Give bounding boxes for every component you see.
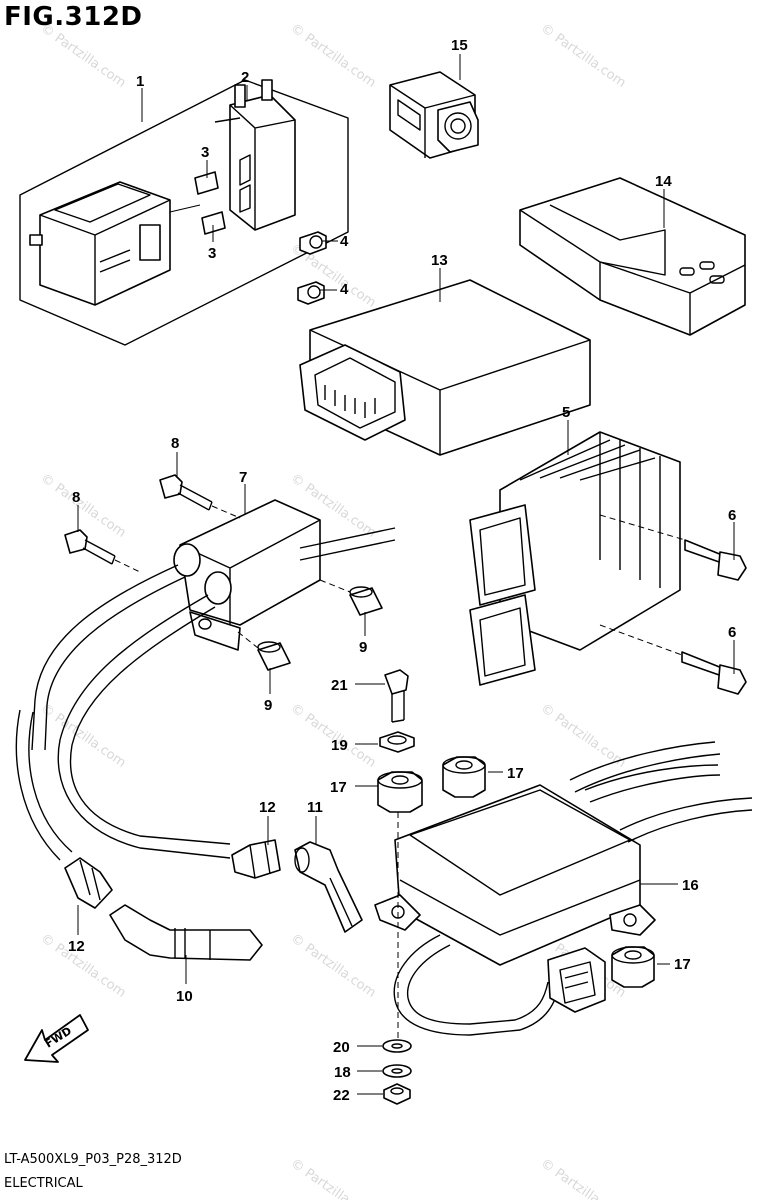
part-17-grommets [377,756,655,988]
figure-code: LT-A500XL9_P03_P28_312D [4,1152,182,1167]
fwd-arrow: FWD [24,1014,89,1063]
callout-12: 12 [68,938,85,955]
part-18-washer [382,1064,412,1078]
watermark-text: © Partzilla.com [38,21,129,91]
part-15-connector [389,71,479,159]
part-13-ecm [299,279,591,456]
figure-title: FIG.312D [4,2,143,32]
watermark-text: © Partzilla.com [288,931,379,1001]
part-10-cap [109,904,263,961]
callout-19: 19 [331,737,348,754]
callout-2: 2 [241,69,249,86]
callout-14: 14 [655,173,672,190]
watermark-text: © Partzilla.com [538,21,629,91]
part-19-collar [379,731,415,753]
callout-17: 17 [674,956,691,973]
callout-17: 17 [330,779,347,796]
watermark-text: © Partzilla.com [538,701,629,771]
callout-16: 16 [682,877,699,894]
watermark-text: © Partzilla.com [288,701,379,771]
watermark-text: © Partzilla.com [288,21,379,91]
callout-10: 10 [176,988,193,1005]
watermark-text: © Partzilla.com [288,1156,379,1200]
watermark-text: © Partzilla.com [38,701,129,771]
callout-12: 12 [259,799,276,816]
part-5-regulator [469,431,681,686]
part-1-relay-assembly [19,79,349,346]
leader-lines [77,54,735,1095]
callout-13: 13 [431,252,448,269]
callout-21: 21 [331,677,348,694]
part-6-bolts [599,514,747,695]
callout-22: 22 [333,1087,350,1104]
part-9-collars [237,579,383,671]
callout-5: 5 [562,404,570,421]
callout-8: 8 [171,435,179,452]
figure-category: ELECTRICAL [4,1176,83,1191]
part-8-bolts [64,474,241,573]
callout-1: 1 [136,73,144,90]
watermark-text: © Partzilla.com [538,1156,629,1200]
callout-15: 15 [451,37,468,54]
callout-11: 11 [307,799,323,816]
callout-18: 18 [334,1064,351,1081]
part-20-washer [382,1039,412,1053]
part-14-cover [519,177,746,336]
callout-6: 6 [728,507,736,524]
part-4-bolts [297,231,327,305]
callout-4: 4 [340,233,349,250]
callout-9: 9 [264,697,272,714]
callout-20: 20 [333,1039,350,1056]
callout-4: 4 [340,281,349,298]
part-21-bolt [384,669,409,723]
part-22-nut [383,1083,411,1105]
callout-8: 8 [72,489,80,506]
watermark-text: © Partzilla.com [38,471,129,541]
callout-7: 7 [239,469,247,486]
part-16-control-unit [374,741,753,1036]
part-7-ignition-coil [15,499,396,861]
callout-3: 3 [201,144,209,161]
callout-6: 6 [728,624,736,641]
callout-17: 17 [507,765,524,782]
part-11-cap [294,841,363,933]
callout-3: 3 [208,245,216,262]
callouts: 1 2 3 3 4 4 5 6 6 7 8 8 9 9 10 11 12 12 … [68,37,736,1104]
callout-9: 9 [359,639,367,656]
part-12-plug-caps [64,839,281,909]
